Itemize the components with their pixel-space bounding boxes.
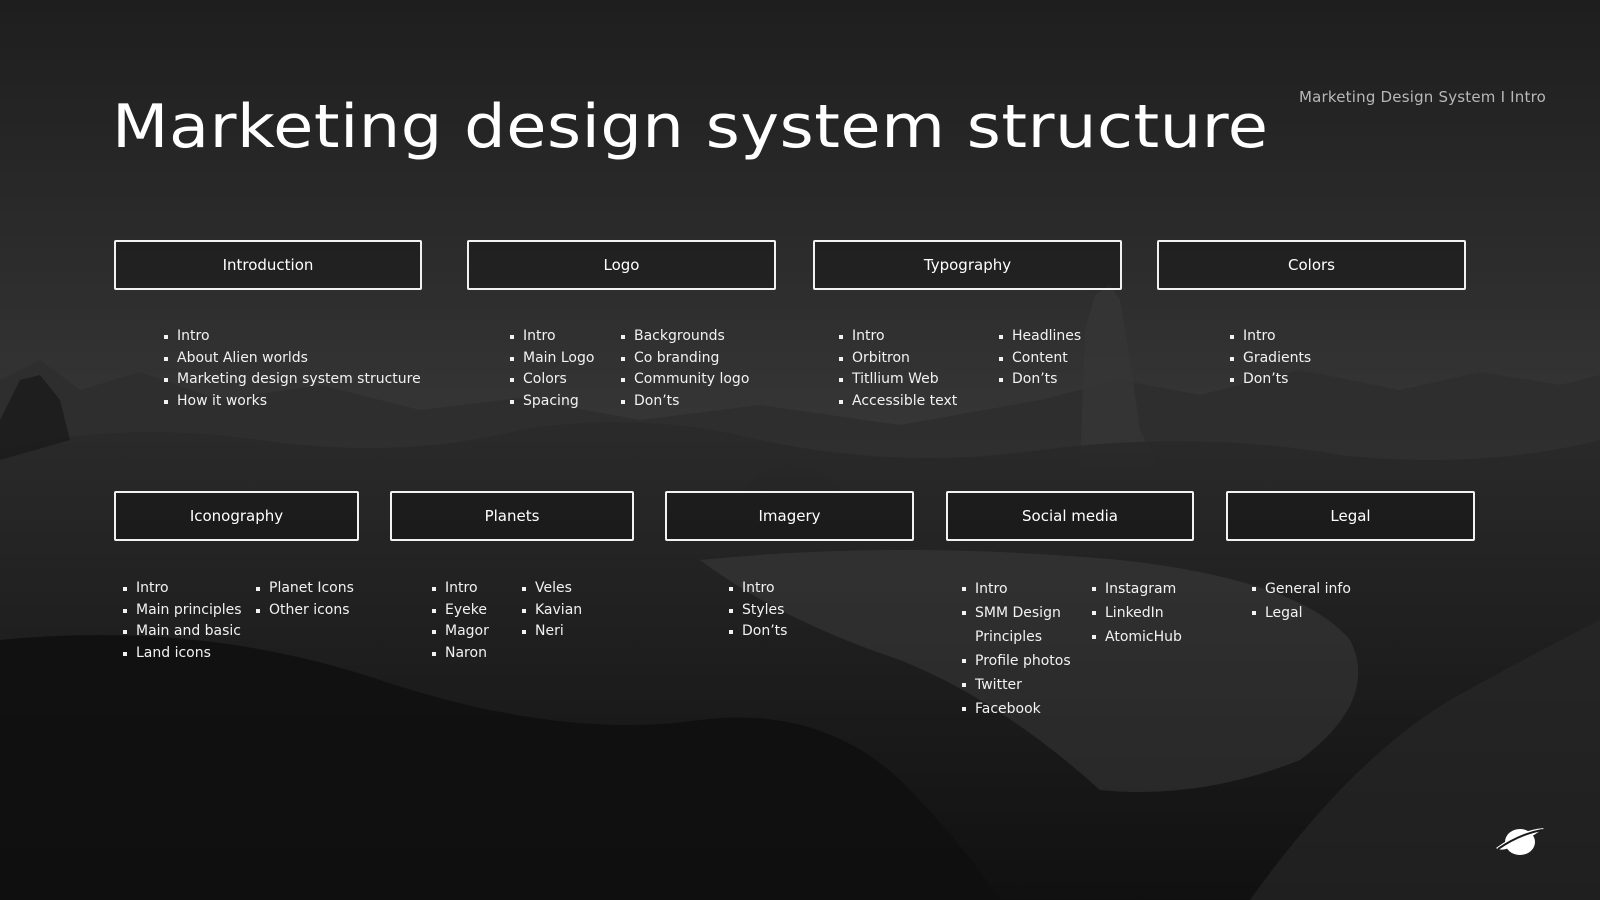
list-item[interactable]: Accessible text [839,391,957,413]
imagery-list: Intro Styles Don’ts [729,578,787,643]
list-item[interactable]: Backgrounds [621,326,749,348]
list-item[interactable]: SMM Design [962,601,1071,625]
planets-list-col1: Intro Eyeke Magor Naron [432,578,489,664]
list-item[interactable]: Intro [729,578,787,600]
list-item[interactable]: Headlines [999,326,1081,348]
list-item[interactable]: Co branding [621,348,749,370]
list-item[interactable]: Community logo [621,369,749,391]
social-media-list-col1: Intro SMM Design Principles Profile phot… [962,577,1071,721]
list-item[interactable]: Twitter [962,673,1071,697]
list-item[interactable]: Don’ts [1230,369,1311,391]
colors-list: Intro Gradients Don’ts [1230,326,1311,391]
section-planets-button[interactable]: Planets [390,491,634,541]
list-item[interactable]: Intro [510,326,594,348]
list-item[interactable]: Content [999,348,1081,370]
section-iconography-button[interactable]: Iconography [114,491,359,541]
list-item[interactable]: Intro [164,326,421,348]
section-legal-button[interactable]: Legal [1226,491,1475,541]
list-item[interactable]: Neri [522,621,582,643]
list-item[interactable]: Titllium Web [839,369,957,391]
list-item[interactable]: Don’ts [621,391,749,413]
section-social-media-button[interactable]: Social media [946,491,1194,541]
section-logo-button[interactable]: Logo [467,240,776,290]
section-colors-button[interactable]: Colors [1157,240,1466,290]
list-item[interactable]: Marketing design system structure [164,369,421,391]
list-item[interactable]: Don’ts [999,369,1081,391]
list-item[interactable]: Naron [432,643,489,665]
planet-logo-icon [1496,828,1544,855]
list-item[interactable]: Intro [432,578,489,600]
list-item[interactable]: Intro [962,577,1071,601]
section-imagery-button[interactable]: Imagery [665,491,914,541]
list-item[interactable]: Don’ts [729,621,787,643]
list-item[interactable]: Instagram [1092,577,1182,601]
list-item[interactable]: Styles [729,600,787,622]
list-item[interactable]: General info [1252,577,1351,601]
list-item[interactable]: Land icons [123,643,242,665]
list-item[interactable]: Profile photos [962,649,1071,673]
list-item[interactable]: Main and basic [123,621,242,643]
list-item[interactable]: Veles [522,578,582,600]
iconography-list-col2: Planet Icons Other icons [256,578,354,621]
list-item[interactable]: Gradients [1230,348,1311,370]
iconography-list-col1: Intro Main principles Main and basic Lan… [123,578,242,664]
introduction-list: Intro About Alien worlds Marketing desig… [164,326,421,412]
list-item[interactable]: Legal [1252,601,1351,625]
list-item[interactable]: Spacing [510,391,594,413]
list-item[interactable]: Facebook [962,697,1071,721]
section-introduction-button[interactable]: Introduction [114,240,422,290]
social-media-list-col2: Instagram LinkedIn AtomicHub [1092,577,1182,649]
list-item[interactable]: AtomicHub [1092,625,1182,649]
list-item[interactable]: Other icons [256,600,354,622]
list-item[interactable]: Planet Icons [256,578,354,600]
list-item[interactable]: Intro [839,326,957,348]
section-typography-button[interactable]: Typography [813,240,1122,290]
list-item[interactable]: LinkedIn [1092,601,1182,625]
list-item[interactable]: Magor [432,621,489,643]
typography-list-col1: Intro Orbitron Titllium Web Accessible t… [839,326,957,412]
list-item[interactable]: Eyeke [432,600,489,622]
list-item[interactable]: About Alien worlds [164,348,421,370]
list-item[interactable]: Main principles [123,600,242,622]
list-item[interactable]: Intro [123,578,242,600]
list-item[interactable]: Kavian [522,600,582,622]
list-item[interactable]: Orbitron [839,348,957,370]
planets-list-col2: Veles Kavian Neri [522,578,582,643]
legal-list: General info Legal [1252,577,1351,625]
list-item[interactable]: Main Logo [510,348,594,370]
breadcrumb: Marketing Design System I Intro [1298,88,1546,106]
logo-list-col2: Backgrounds Co branding Community logo D… [621,326,749,412]
typography-list-col2: Headlines Content Don’ts [999,326,1081,391]
page-title: Marketing design system structure [112,92,1269,162]
list-item[interactable]: How it works [164,391,421,413]
list-item[interactable]: Colors [510,369,594,391]
list-item[interactable]: Intro [1230,326,1311,348]
list-item-continuation[interactable]: Principles [975,629,1042,645]
logo-list-col1: Intro Main Logo Colors Spacing [510,326,594,412]
